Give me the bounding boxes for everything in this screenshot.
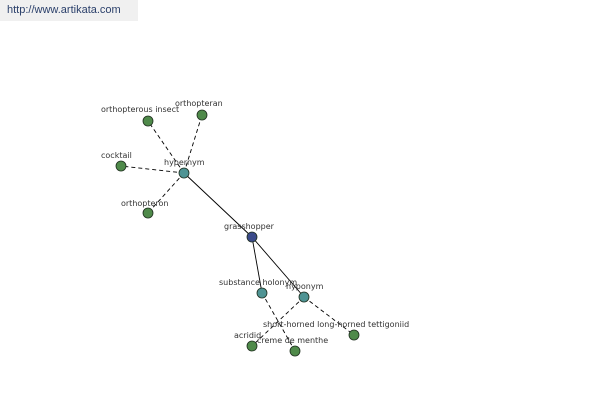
edge-grasshopper-to-hyponym [251, 236, 305, 298]
node-creme-de-menthe[interactable] [289, 345, 301, 357]
edge-hypernym-to-orthopteron [147, 172, 185, 214]
edge-hyponym-to-short-horned-long-horned-tettigoniid [303, 296, 355, 336]
nodes-layer [115, 109, 360, 357]
edge-hypernym-to-orthopteran [183, 114, 203, 174]
edge-grasshopper-to-substance-holonym [251, 236, 263, 294]
node-orthopterous-insect[interactable] [142, 115, 154, 127]
node-hyponym[interactable] [298, 291, 310, 303]
node-label-orthopteron: orthopteron [121, 199, 169, 208]
node-label-creme-de-menthe: creme de menthe [257, 336, 328, 345]
labels-layer: grasshopper hypernym substance holonymhypo… [101, 99, 409, 345]
node-label-cocktail: cocktail [101, 151, 132, 160]
node-acridid[interactable] [246, 340, 258, 352]
node-label-short-horned-long-horned-tettigoniid: short-horned long-horned tettigoniid [263, 320, 409, 329]
node-orthopteron[interactable] [142, 207, 154, 219]
edge-hypernym-to-cocktail [120, 165, 185, 174]
watermark-url[interactable]: http://www.artikata.com [0, 0, 138, 21]
edge-hyponym-to-acridid [251, 296, 305, 347]
node-label-hyponym: hyponym [286, 282, 324, 291]
node-label-orthopteran: orthopteran [175, 99, 223, 108]
node-label-substance-holonym: substance holonym [219, 278, 297, 287]
node-hypernym[interactable] [178, 167, 190, 179]
node-label-grasshopper: grasshopper [224, 222, 275, 231]
edges-layer [120, 114, 355, 352]
node-label-orthopterous-insect: orthopterous insect [101, 105, 179, 114]
node-grasshopper[interactable] [246, 231, 258, 243]
node-orthopteran[interactable] [196, 109, 208, 121]
node-substance-holonym[interactable] [256, 287, 268, 299]
node-label-acridid: acridid [234, 331, 261, 340]
edge-grasshopper-to-hypernym [183, 172, 253, 238]
edge-hypernym-to-orthopterous-insect [147, 120, 185, 174]
node-short-horned-long-horned-tettigoniid[interactable] [348, 329, 360, 341]
node-label-hypernym: hypernym [164, 158, 205, 167]
node-cocktail[interactable] [115, 160, 127, 172]
